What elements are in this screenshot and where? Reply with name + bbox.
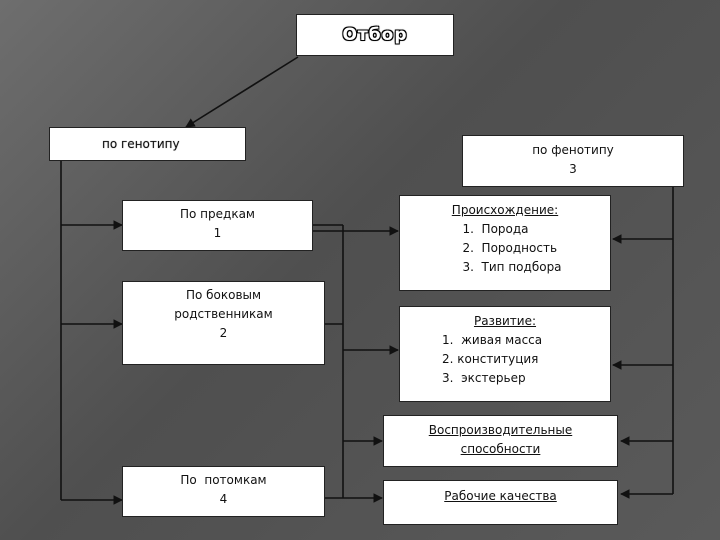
node-phenotype: по фенотипу 3 (462, 135, 684, 187)
node-development-list: 1. живая масса 2. конституция 3. экстерь… (400, 331, 610, 388)
node-ancestors-number: 1 (213, 226, 222, 240)
list-item: 3. экстерьер (442, 371, 526, 385)
node-origin: Происхождение: 1. Порода 2. Породность 3… (399, 195, 611, 291)
node-collateral: По боковым родственникам 2 (122, 281, 325, 365)
node-collateral-number: 2 (219, 326, 228, 340)
node-offspring: По потомкам 4 (122, 466, 325, 517)
arrow-otbor-to-genotype (185, 56, 299, 128)
node-origin-list: 1. Порода 2. Породность 3. Тип подбора (448, 220, 561, 277)
node-offspring-number: 4 (219, 492, 228, 506)
node-genotype-label: по генотипу (102, 137, 180, 151)
node-ancestors-label: По предкам (180, 207, 255, 221)
node-reproductive: Воспроизводительные способности (383, 415, 618, 467)
node-working-label: Рабочие качества (444, 489, 557, 503)
node-working: Рабочие качества (383, 480, 618, 525)
node-development: Развитие: 1. живая масса 2. конституция … (399, 306, 611, 402)
list-item: 2. Породность (462, 241, 558, 255)
node-development-heading: Развитие: (473, 314, 537, 328)
node-reproductive-line1: Воспроизводительные (428, 423, 573, 437)
node-phenotype-label: по фенотипу (532, 143, 614, 157)
node-otbor: Отбор (296, 14, 454, 56)
node-otbor-label: Отбор (342, 25, 408, 45)
node-collateral-line2: родственникам (174, 307, 273, 321)
node-genotype: по генотипу (49, 127, 246, 161)
node-origin-heading: Происхождение: (451, 203, 559, 217)
node-reproductive-line2: способности (460, 442, 541, 456)
node-collateral-line1: По боковым (185, 288, 262, 302)
node-ancestors: По предкам 1 (122, 200, 313, 251)
list-item: 2. конституция (442, 352, 539, 366)
node-phenotype-number: 3 (569, 162, 577, 176)
list-item: 3. Тип подбора (462, 260, 562, 274)
node-offspring-label: По потомкам (180, 473, 267, 487)
list-item: 1. Порода (462, 222, 529, 236)
list-item: 1. живая масса (442, 333, 543, 347)
